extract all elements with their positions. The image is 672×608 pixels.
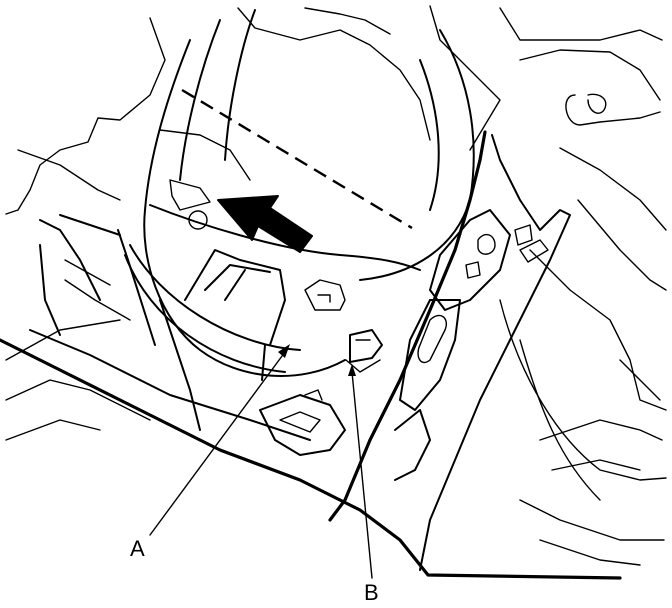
leader-line-b: [351, 371, 373, 579]
leader-line-a: [149, 351, 286, 536]
background-contours: [5, 5, 667, 566]
clip-small: [304, 279, 346, 311]
callout-label-a: A: [130, 536, 145, 561]
callout-label-b: B: [364, 580, 379, 605]
leader-lines: [149, 344, 373, 579]
mount-bracket: [159, 249, 286, 431]
intake-duct: [117, 9, 475, 377]
clip-b: [345, 329, 383, 373]
frame-pillar: [328, 130, 571, 571]
leader-arrowhead-a: [278, 344, 290, 358]
alignment-guide-line: [181, 88, 413, 230]
lower-body-panel: [0, 214, 622, 580]
removal-direction-arrow: [217, 195, 313, 253]
leader-arrowhead-b: [348, 364, 356, 376]
